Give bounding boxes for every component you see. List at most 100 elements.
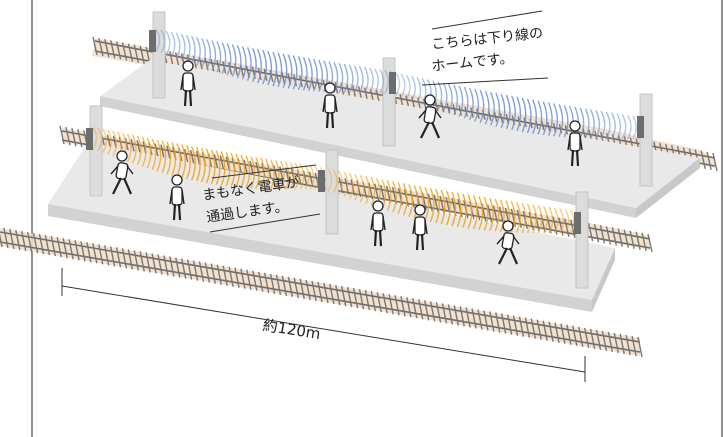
wave-arc — [230, 152, 236, 187]
wave-arc — [511, 95, 516, 131]
wave-arc — [225, 152, 231, 187]
front-track — [0, 227, 643, 358]
wave-arc — [92, 126, 98, 150]
wave-arc — [348, 64, 354, 94]
wave-arc — [307, 57, 313, 92]
pole — [89, 105, 103, 197]
wave-arc — [605, 111, 611, 140]
upper-platform-people — [180, 60, 583, 167]
upper-speakers — [149, 30, 644, 138]
wave-arc — [467, 194, 473, 229]
wave-arc — [626, 115, 632, 140]
person-icon — [180, 60, 196, 107]
wave-arc — [579, 107, 585, 139]
wave-arc — [272, 51, 278, 87]
wave-arc — [231, 44, 237, 77]
wave-arc — [255, 156, 261, 189]
wave-arc — [262, 49, 268, 85]
wave-arc — [616, 113, 622, 140]
wave-arc — [161, 140, 167, 173]
wave-arc — [484, 90, 490, 125]
wave-arc — [353, 65, 359, 94]
walking-person-icon — [496, 220, 520, 265]
wave-arc — [210, 149, 216, 185]
wave-arc — [226, 43, 232, 76]
wave-arc — [309, 165, 315, 190]
wave-arc — [462, 193, 467, 228]
wave-arc — [195, 146, 201, 182]
wave-arc — [408, 184, 414, 217]
pole — [325, 149, 339, 235]
speaker-icon — [318, 170, 325, 192]
wave-arc — [338, 62, 344, 94]
wave-arc — [201, 38, 206, 68]
wave-arc — [267, 50, 273, 86]
wave-arc — [474, 88, 480, 122]
wave-arc — [160, 29, 166, 54]
walking-person-icon — [110, 150, 134, 195]
wave-arc — [548, 206, 554, 234]
wave-arc — [553, 207, 559, 234]
wave-arc — [240, 154, 246, 188]
wave-arc — [265, 158, 270, 190]
lower-sound-wave — [92, 126, 581, 234]
wave-arc — [611, 112, 616, 140]
wave-arc — [299, 163, 305, 190]
wave-arc — [472, 195, 478, 230]
wave-arc — [297, 56, 303, 91]
wave-arc — [532, 99, 537, 134]
wave-arc — [343, 63, 349, 94]
wave-arc — [289, 162, 295, 190]
wave-arc — [155, 28, 161, 52]
wave-arc — [196, 37, 201, 66]
wave-arc — [590, 109, 595, 139]
person-icon — [322, 82, 338, 129]
wave-arc — [185, 34, 191, 63]
wave-arc — [318, 59, 323, 92]
wave-arc — [200, 147, 206, 183]
wave-arc — [440, 189, 446, 225]
wave-arc — [175, 32, 181, 59]
wave-arc — [211, 40, 217, 71]
wave-arc — [445, 190, 451, 226]
wave-arc — [553, 103, 559, 137]
pole — [639, 93, 653, 187]
wave-arc — [421, 78, 427, 105]
wave-arc — [537, 100, 543, 135]
upper-callout-line1: こちらは下り線の — [431, 25, 544, 53]
wave-arc — [558, 104, 564, 137]
walking-person-icon — [418, 94, 442, 139]
wave-arc — [156, 139, 162, 172]
wave-arc — [277, 52, 283, 88]
wave-arc — [338, 170, 343, 196]
wave-arc — [537, 205, 543, 234]
wave-arc — [400, 73, 406, 98]
wave-arc — [469, 87, 474, 121]
wave-arc — [252, 48, 257, 83]
wave-arc — [490, 91, 495, 126]
wave-arc — [500, 93, 506, 129]
wave-arc — [181, 144, 187, 179]
wave-arc — [221, 42, 227, 75]
speaker-icon — [574, 212, 581, 234]
wave-arc — [386, 180, 392, 211]
wave-arc — [397, 182, 403, 215]
wave-arc — [516, 96, 522, 132]
speaker-icon — [149, 30, 156, 52]
wave-arc — [294, 162, 300, 190]
wave-arc — [447, 83, 453, 114]
wave-arc — [379, 69, 385, 94]
wave-arc — [282, 53, 288, 88]
wave-arc — [564, 209, 570, 234]
wave-arc — [190, 35, 196, 65]
wave-arc — [284, 161, 290, 190]
wave-arc — [479, 89, 485, 124]
wave-arc — [313, 58, 318, 92]
wave-arc — [411, 75, 416, 102]
wave-arc — [171, 142, 177, 176]
lower-speakers — [86, 128, 581, 234]
wave-arc — [136, 135, 142, 166]
wave-arc — [186, 145, 191, 180]
wave-arc — [245, 155, 251, 189]
wave-arc — [205, 148, 211, 184]
